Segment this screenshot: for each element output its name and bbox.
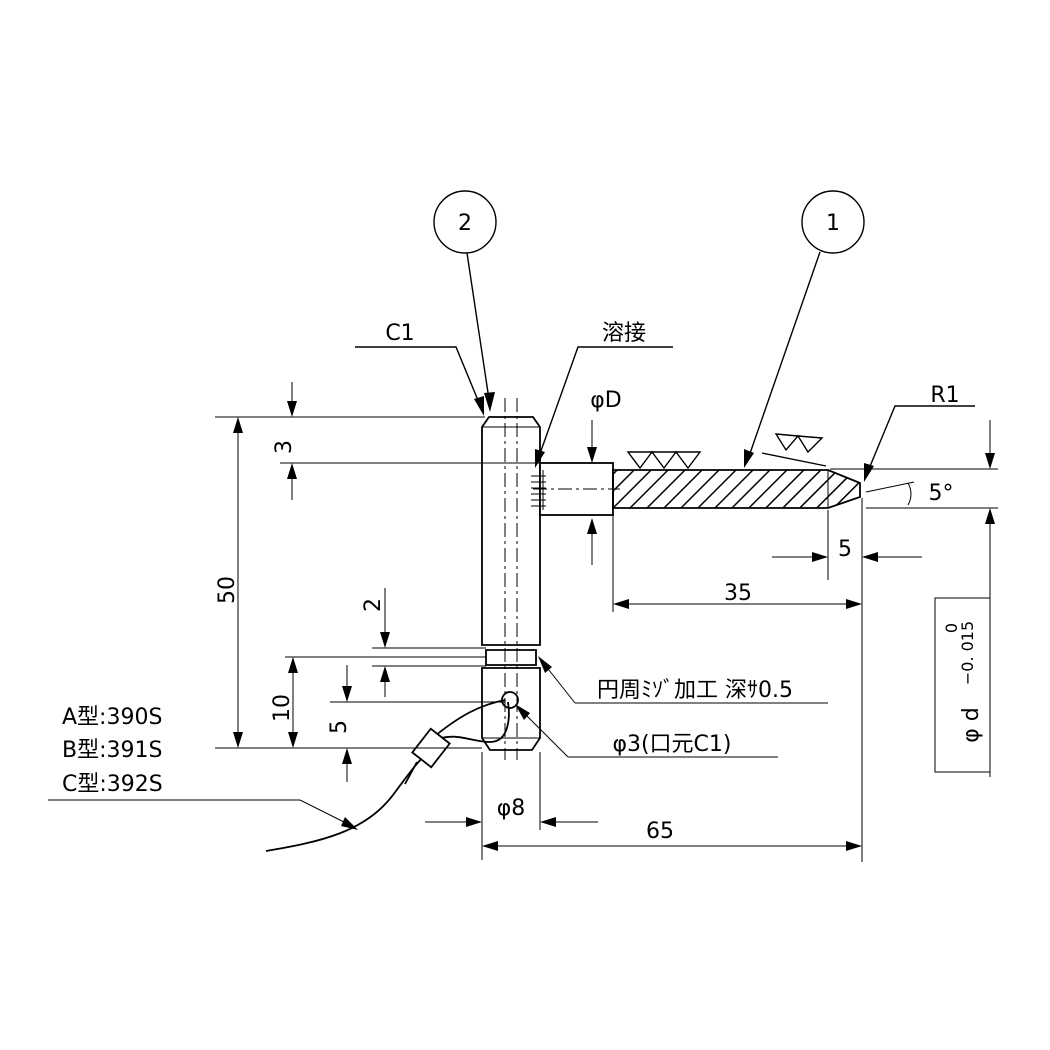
phi-d-label: φD (590, 388, 621, 413)
dim-10: 10 (270, 656, 486, 748)
balloon-1: 1 (744, 190, 865, 468)
balloon-1-label: 1 (826, 211, 840, 236)
groove-note: 円周ﾐｿﾞ加工 深ｻ0.5 (538, 656, 828, 704)
dim-10-label: 10 (270, 694, 295, 722)
horizontal-probe (531, 462, 861, 516)
model-b-label: B型:391S (62, 738, 162, 763)
model-labels: A型:390S B型:391S C型:392S (48, 705, 358, 830)
dim-35: 35 (612, 515, 862, 612)
dim-3: 3 (215, 382, 540, 500)
model-c-label: C型:392S (62, 772, 163, 797)
groove-label: 円周ﾐｿﾞ加工 深ｻ0.5 (597, 678, 793, 703)
angle-note: 5° (865, 481, 998, 509)
weld-note: 溶接 (535, 321, 673, 468)
tolerance-upper: 0 (942, 623, 961, 633)
dim-65-label: 65 (646, 819, 674, 844)
hole-note: φ3(口元C1) (515, 704, 778, 758)
dim-phi8-label: φ8 (497, 796, 526, 821)
dim-5-left: 5 (327, 665, 505, 782)
dim-50: 50 (215, 417, 482, 749)
angle-label: 5° (929, 481, 954, 506)
dim-2-label: 2 (361, 598, 386, 612)
dim-5-right: 5 (772, 498, 922, 862)
dim-2: 2 (361, 588, 486, 697)
tolerance-base: φ d (959, 707, 984, 742)
model-a-label: A型:390S (62, 705, 162, 730)
dim-phi8: φ8 (425, 752, 598, 860)
weld-label: 溶接 (602, 321, 646, 346)
chamfer-note: C1 (355, 321, 484, 416)
surface-finish-marks (626, 433, 827, 470)
dim-35-label: 35 (724, 581, 752, 606)
tolerance-lower: −0. 015 (958, 621, 977, 685)
dim-5-right-label: 5 (838, 537, 852, 562)
radius-note: R1 (864, 383, 975, 482)
dim-50-label: 50 (215, 576, 240, 604)
hole-label: φ3(口元C1) (612, 732, 731, 757)
radius-label: R1 (930, 383, 959, 408)
vertical-pin (481, 398, 541, 760)
phi-d-dimension: φD (587, 388, 622, 565)
dim-5-left-label: 5 (327, 720, 352, 734)
chamfer-label: C1 (385, 321, 414, 346)
dim-65: 65 (482, 819, 862, 851)
cable (265, 699, 510, 852)
dim-3-label: 3 (272, 440, 297, 454)
balloon-2-label: 2 (458, 211, 472, 236)
tolerance-box: 0 −0. 015 φ d (830, 420, 998, 777)
balloon-2: 2 (433, 190, 497, 412)
